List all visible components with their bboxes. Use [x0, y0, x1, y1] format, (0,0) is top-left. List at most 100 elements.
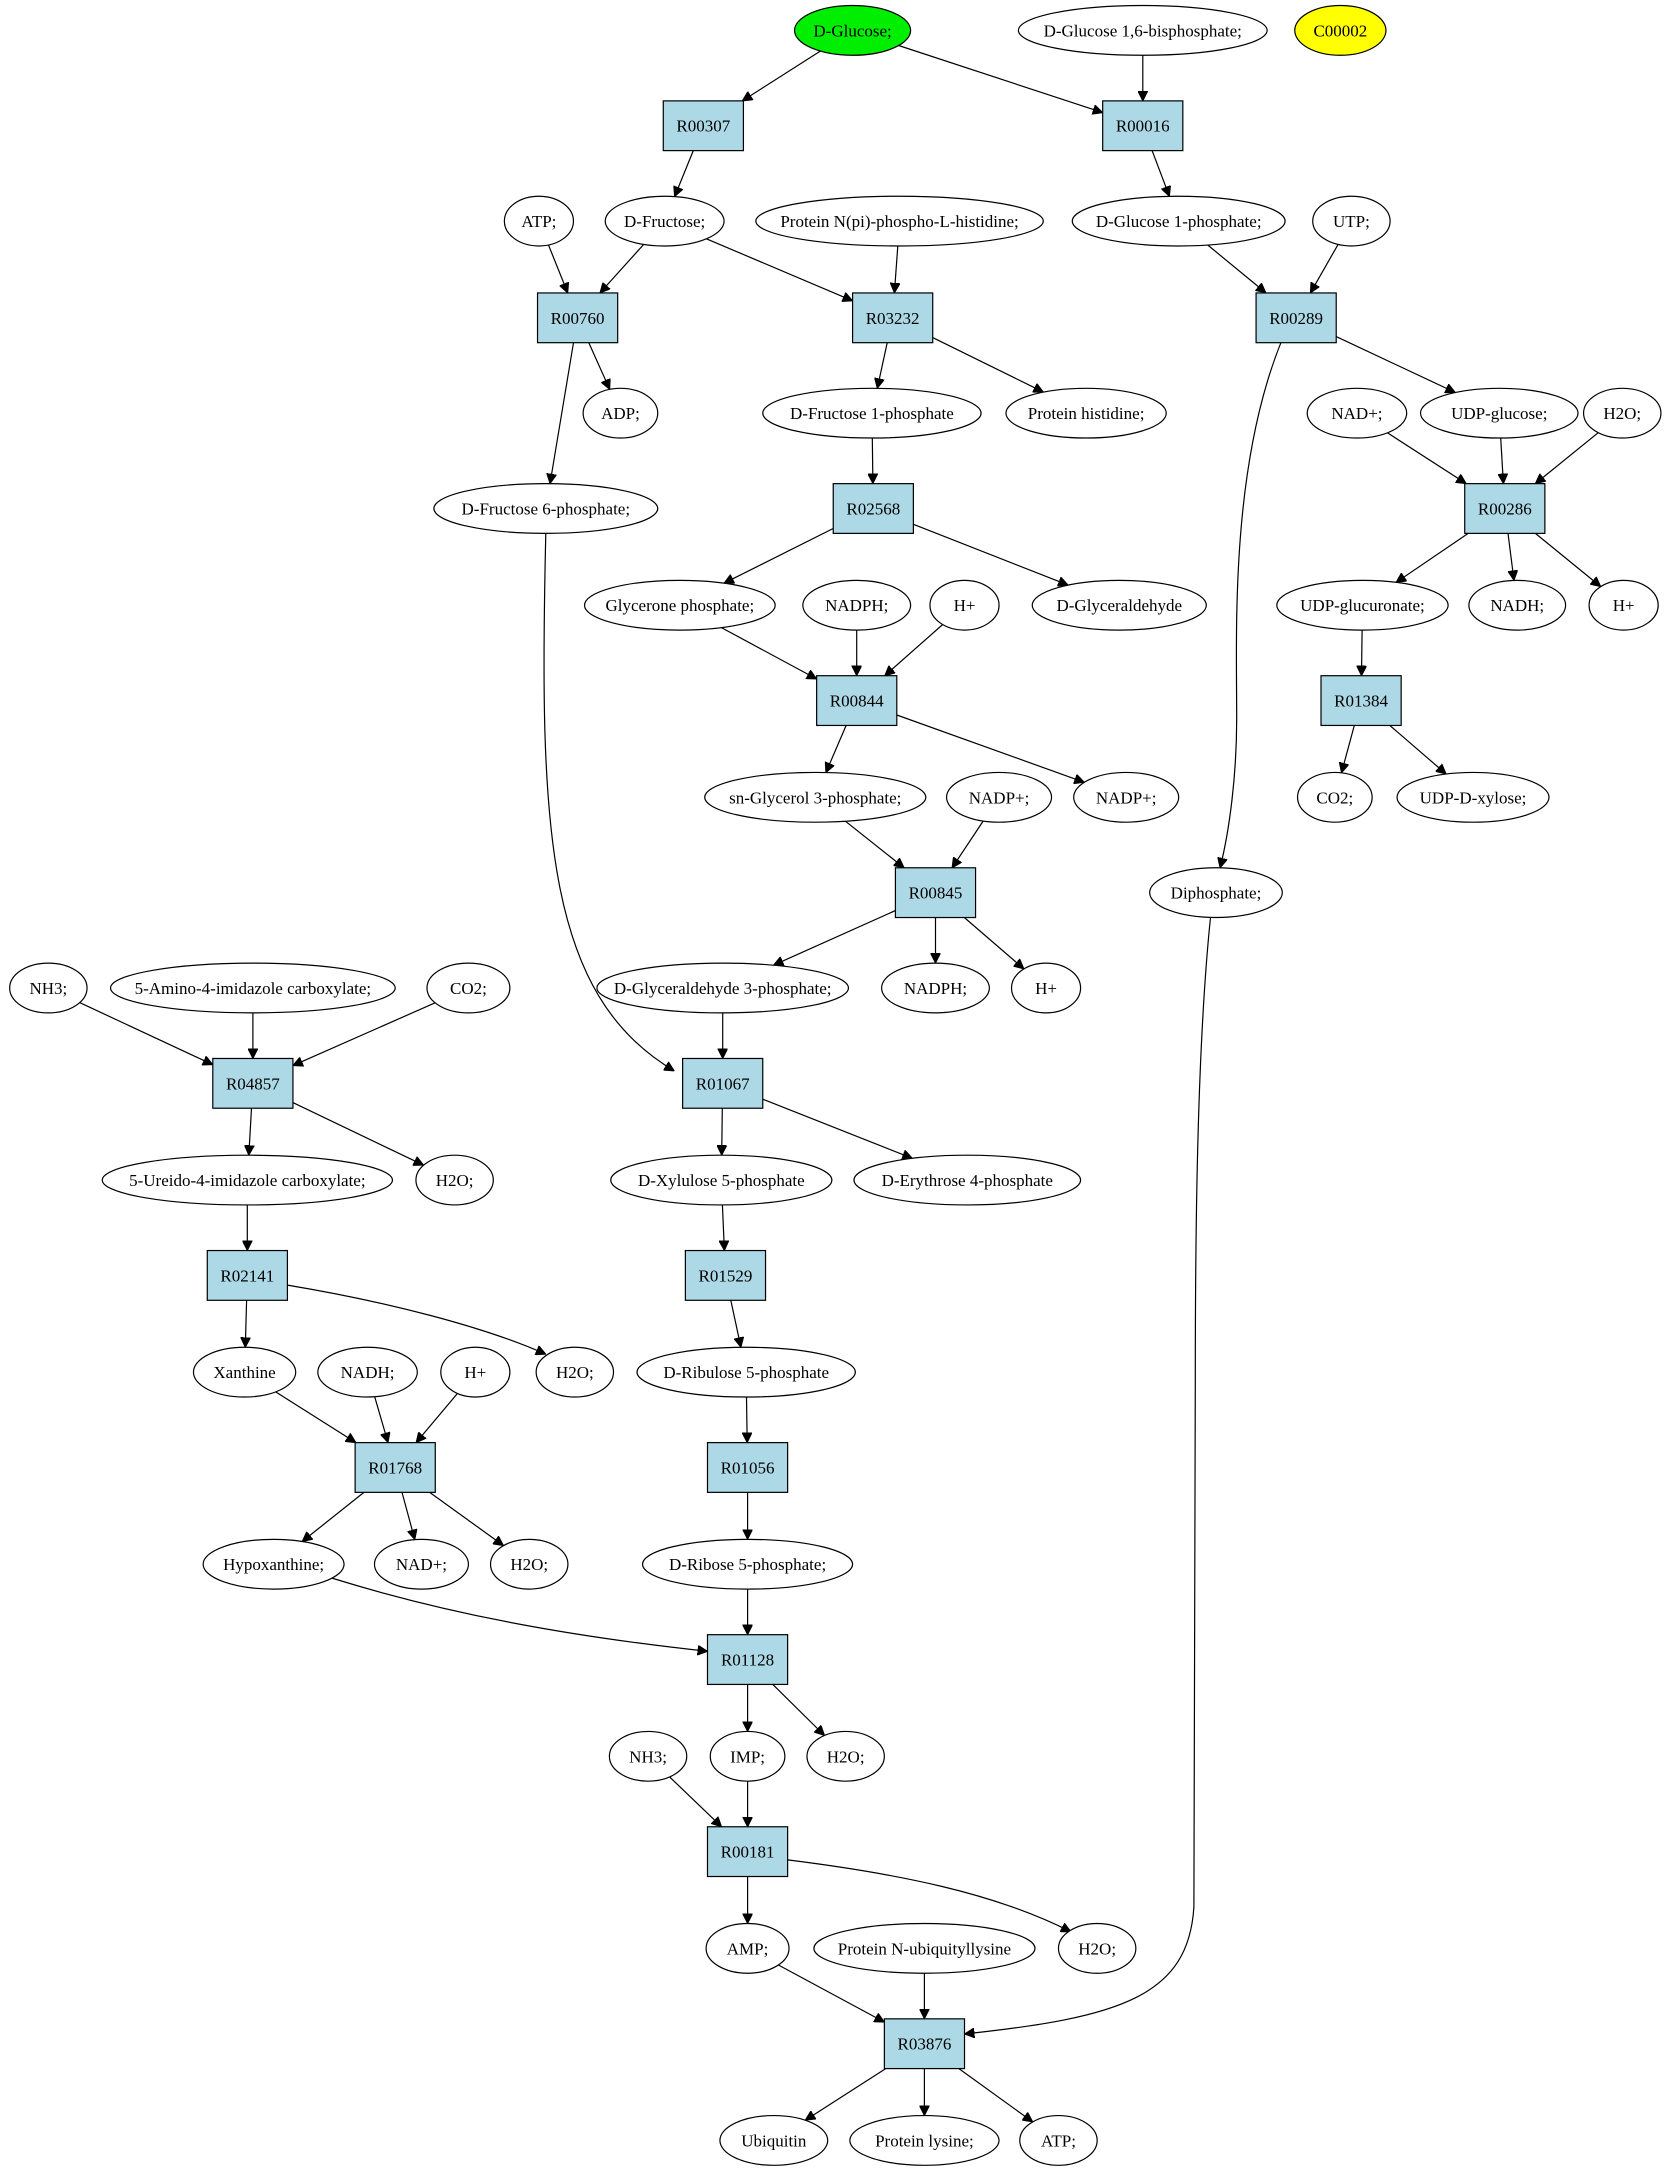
- metabolite-node-h[interactable]: H+: [440, 1346, 511, 1398]
- reaction-box[interactable]: [1255, 292, 1337, 344]
- metabolite-node-atp[interactable]: ATP;: [503, 195, 575, 247]
- metabolite-node-protein-histidine[interactable]: Protein histidine;: [1005, 387, 1167, 439]
- reaction-box[interactable]: [832, 483, 914, 534]
- reaction-node-r01768[interactable]: R01768: [354, 1442, 436, 1493]
- metabolite-ellipse[interactable]: [704, 771, 927, 823]
- reaction-node-r01529[interactable]: R01529: [684, 1249, 767, 1301]
- metabolite-node-nadp[interactable]: NADP+;: [945, 771, 1053, 823]
- metabolite-node-d-glyceraldehyde[interactable]: D-Glyceraldehyde: [1031, 579, 1207, 631]
- metabolite-node-h2o[interactable]: H2O;: [489, 1538, 569, 1590]
- reaction-box[interactable]: [816, 675, 898, 727]
- metabolite-ellipse[interactable]: [192, 1346, 297, 1398]
- metabolite-ellipse[interactable]: [705, 1922, 790, 1974]
- metabolite-node-diphosphate[interactable]: Diphosphate;: [1149, 867, 1283, 919]
- reaction-box[interactable]: [894, 867, 977, 919]
- metabolite-node-d-glucose-1-phosphate[interactable]: D-Glucose 1-phosphate;: [1071, 195, 1286, 247]
- metabolite-node-atp[interactable]: ATP;: [1019, 2114, 1098, 2166]
- metabolite-node-h2o[interactable]: H2O;: [806, 1730, 885, 1782]
- reaction-node-r02141[interactable]: R02141: [206, 1249, 289, 1301]
- metabolite-ellipse[interactable]: [317, 1346, 418, 1398]
- metabolite-ellipse[interactable]: [1276, 579, 1449, 631]
- reaction-node-r00760[interactable]: R00760: [536, 292, 619, 344]
- metabolite-node-imp[interactable]: IMP;: [709, 1730, 786, 1782]
- metabolite-node-d-ribulose-5-phosphate[interactable]: D-Ribulose 5-phosphate: [636, 1346, 856, 1398]
- metabolite-ellipse[interactable]: [806, 1730, 885, 1782]
- metabolite-ellipse[interactable]: [755, 195, 1044, 247]
- reaction-node-r02568[interactable]: R02568: [832, 483, 914, 534]
- reaction-node-r01056[interactable]: R01056: [706, 1442, 789, 1493]
- metabolite-ellipse[interactable]: [1312, 195, 1391, 247]
- reaction-node-r03232[interactable]: R03232: [851, 292, 934, 344]
- reaction-box[interactable]: [536, 292, 619, 344]
- metabolite-node-h[interactable]: H+: [929, 579, 1000, 631]
- metabolite-ellipse[interactable]: [583, 579, 776, 631]
- metabolite-node-utp[interactable]: UTP;: [1312, 195, 1391, 247]
- metabolite-node-h[interactable]: H+: [1010, 962, 1082, 1014]
- metabolite-ellipse[interactable]: [426, 962, 511, 1014]
- metabolite-ellipse[interactable]: [802, 579, 912, 631]
- metabolite-ellipse[interactable]: [1010, 962, 1082, 1014]
- metabolite-ellipse[interactable]: [945, 771, 1053, 823]
- reaction-node-r00845[interactable]: R00845: [894, 867, 977, 919]
- metabolite-ellipse[interactable]: [109, 962, 396, 1014]
- metabolite-node-nad[interactable]: NAD+;: [373, 1538, 470, 1590]
- metabolite-node-xanthine[interactable]: Xanthine: [192, 1346, 297, 1398]
- reaction-node-r04857[interactable]: R04857: [212, 1057, 294, 1109]
- metabolite-node-h2o[interactable]: H2O;: [1582, 387, 1662, 439]
- metabolite-ellipse[interactable]: [1073, 771, 1180, 823]
- metabolite-ellipse[interactable]: [433, 483, 659, 534]
- reaction-box[interactable]: [1102, 100, 1184, 152]
- metabolite-node-sn-glycerol-3-phosphate[interactable]: sn-Glycerol 3-phosphate;: [704, 771, 927, 823]
- reaction-node-r01384[interactable]: R01384: [1320, 675, 1402, 727]
- metabolite-node-nadh[interactable]: NADH;: [317, 1346, 418, 1398]
- metabolite-ellipse[interactable]: [1294, 4, 1387, 56]
- metabolite-ellipse[interactable]: [489, 1538, 569, 1590]
- metabolite-ellipse[interactable]: [596, 962, 850, 1014]
- metabolite-ellipse[interactable]: [440, 1346, 511, 1398]
- metabolite-ellipse[interactable]: [604, 195, 725, 247]
- reaction-box[interactable]: [1464, 483, 1546, 534]
- reaction-node-r00016[interactable]: R00016: [1102, 100, 1184, 152]
- reaction-box[interactable]: [206, 1249, 289, 1301]
- metabolite-ellipse[interactable]: [719, 2114, 829, 2166]
- metabolite-ellipse[interactable]: [101, 1154, 394, 1206]
- metabolite-node-h[interactable]: H+: [1588, 579, 1659, 631]
- metabolite-node-nadp[interactable]: NADP+;: [1073, 771, 1180, 823]
- reaction-box[interactable]: [706, 1442, 789, 1493]
- reaction-node-r00289[interactable]: R00289: [1255, 292, 1337, 344]
- metabolite-ellipse[interactable]: [373, 1538, 470, 1590]
- metabolite-ellipse[interactable]: [1017, 4, 1268, 56]
- metabolite-ellipse[interactable]: [1031, 579, 1207, 631]
- metabolite-node-h2o[interactable]: H2O;: [535, 1346, 615, 1398]
- metabolite-node-nh3[interactable]: NH3;: [9, 962, 88, 1014]
- metabolite-ellipse[interactable]: [1396, 771, 1550, 823]
- metabolite-node-nh3[interactable]: NH3;: [608, 1730, 688, 1782]
- metabolite-node-d-erythrose-4-phosphate[interactable]: D-Erythrose 4-phosphate: [853, 1154, 1082, 1206]
- reaction-node-r00844[interactable]: R00844: [816, 675, 898, 727]
- metabolite-node-d-glyceraldehyde-3-phosphate[interactable]: D-Glyceraldehyde 3-phosphate;: [596, 962, 850, 1014]
- metabolite-node-nadh[interactable]: NADH;: [1468, 579, 1567, 631]
- metabolite-ellipse[interactable]: [1071, 195, 1286, 247]
- metabolite-ellipse[interactable]: [535, 1346, 615, 1398]
- metabolite-node-udp-glucose[interactable]: UDP-glucose;: [1419, 387, 1579, 439]
- metabolite-ellipse[interactable]: [1582, 387, 1662, 439]
- metabolite-ellipse[interactable]: [608, 1730, 688, 1782]
- metabolite-ellipse[interactable]: [1419, 387, 1579, 439]
- metabolite-node-d-ribose-5-phosphate[interactable]: D-Ribose 5-phosphate;: [641, 1538, 854, 1590]
- metabolite-ellipse[interactable]: [1296, 771, 1373, 823]
- metabolite-ellipse[interactable]: [709, 1730, 786, 1782]
- metabolite-ellipse[interactable]: [641, 1538, 854, 1590]
- metabolite-node-co2[interactable]: CO2;: [426, 962, 511, 1014]
- metabolite-ellipse[interactable]: [636, 1346, 856, 1398]
- metabolite-ellipse[interactable]: [853, 1154, 1082, 1206]
- metabolite-ellipse[interactable]: [415, 1154, 494, 1206]
- reaction-box[interactable]: [354, 1442, 436, 1493]
- metabolite-node-adp[interactable]: ADP;: [582, 387, 659, 439]
- metabolite-node-5-ureido-4-imidazole-carboxylate[interactable]: 5-Ureido-4-imidazole carboxylate;: [101, 1154, 394, 1206]
- metabolite-node-protein-n-pi-phospho-l-histidine[interactable]: Protein N(pi)-phospho-L-histidine;: [755, 195, 1044, 247]
- metabolite-ellipse[interactable]: [503, 195, 575, 247]
- metabolite-ellipse[interactable]: [610, 1154, 833, 1206]
- metabolite-node-udp-d-xylose[interactable]: UDP-D-xylose;: [1396, 771, 1550, 823]
- metabolite-node-d-xylulose-5-phosphate[interactable]: D-Xylulose 5-phosphate: [610, 1154, 833, 1206]
- metabolite-ellipse[interactable]: [793, 4, 912, 56]
